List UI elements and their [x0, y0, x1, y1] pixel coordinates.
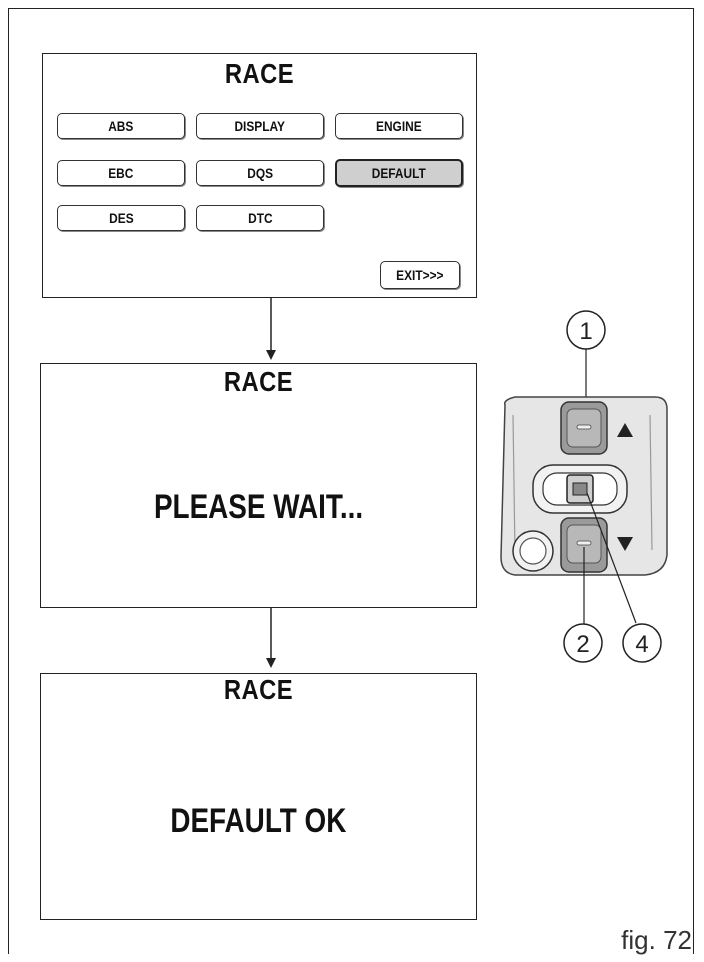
des-button[interactable]: DES: [57, 205, 185, 231]
flow-arrow-1: [266, 298, 276, 360]
up-arrow-icon: [617, 423, 633, 437]
race-menu-screen: RACE ABS DISPLAY ENGINE EBC DQS DEFAULT …: [42, 53, 477, 298]
ebc-button[interactable]: EBC: [57, 160, 185, 186]
ebc-label: EBC: [108, 165, 134, 181]
down-arrow-icon: [617, 537, 633, 551]
please-wait-screen: RACE PLEASE WAIT...: [40, 363, 477, 608]
engine-button[interactable]: ENGINE: [335, 113, 463, 139]
screen-title: RACE: [223, 674, 294, 705]
dtc-button[interactable]: DTC: [196, 205, 324, 231]
exit-button[interactable]: EXIT>>>: [380, 261, 460, 289]
default-ok-screen: RACE DEFAULT OK: [40, 673, 477, 920]
status-message-text: DEFAULT OK: [170, 802, 347, 840]
figure-caption: fig. 72: [621, 925, 692, 955]
dqs-label: DQS: [247, 165, 273, 181]
status-message: PLEASE WAIT...: [41, 488, 476, 527]
des-label: DES: [108, 210, 134, 226]
abs-label: ABS: [108, 118, 134, 134]
default-button[interactable]: DEFAULT: [335, 159, 463, 187]
abs-button[interactable]: ABS: [57, 113, 185, 139]
display-button[interactable]: DISPLAY: [196, 113, 324, 139]
callout-4-circle: [622, 623, 662, 663]
callout-4-label: 4: [635, 631, 648, 658]
engine-label: ENGINE: [376, 118, 422, 134]
flow-arrow-2: [266, 608, 276, 668]
dqs-button[interactable]: DQS: [196, 160, 324, 186]
screen-title: RACE: [224, 58, 295, 89]
figure-frame: [8, 8, 694, 954]
handlebar-switch-illustration: 1 2 4: [500, 310, 668, 663]
callout-1-label: 1: [579, 318, 592, 345]
dtc-label: DTC: [247, 210, 273, 226]
screen-title: RACE: [223, 366, 294, 397]
status-message-text: PLEASE WAIT...: [153, 488, 364, 526]
exit-label: EXIT>>>: [396, 267, 444, 283]
status-message: DEFAULT OK: [41, 802, 476, 841]
display-label: DISPLAY: [234, 118, 286, 134]
default-label: DEFAULT: [371, 165, 426, 181]
callout-2-label: 2: [576, 631, 589, 658]
callout-2-circle: [563, 623, 603, 663]
